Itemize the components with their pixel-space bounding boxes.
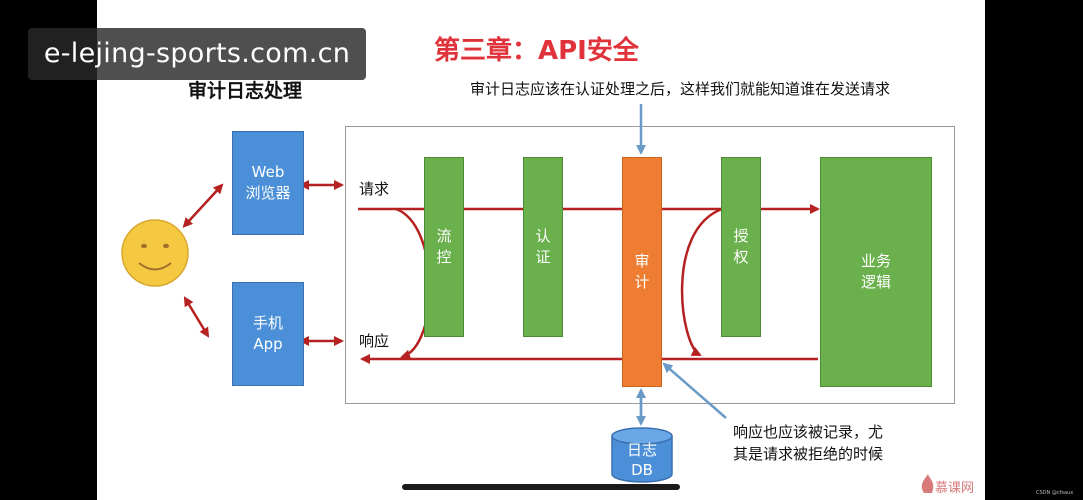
- authentication-stage: 认 证: [523, 157, 563, 337]
- web-browser-box: Web 浏览器: [232, 131, 304, 235]
- smiley-face-icon: [121, 219, 189, 287]
- log-db-label: 日志 DB: [626, 441, 657, 479]
- audit-note-top: 审计日志应该在认证处理之后，这样我们就能知道谁在发送请求: [470, 80, 891, 98]
- user-app-arrow: [183, 296, 210, 338]
- authorization-stage: 授 权: [721, 157, 761, 337]
- business-logic-stage: 业务 逻辑: [820, 157, 932, 387]
- logo-text: 慕课网: [935, 481, 975, 496]
- audit-note-bottom: 响应也应该被记录，尤 其是请求被拒绝的时候: [733, 423, 884, 463]
- database-cylinder-icon: [611, 427, 673, 483]
- audit-stage: 审 计: [622, 157, 662, 387]
- user-web-arrow: [182, 183, 224, 228]
- home-indicator-bar[interactable]: [402, 484, 680, 490]
- logo-flame-icon: [921, 474, 934, 493]
- site-watermark: e-lejing-sports.com.cn: [28, 28, 366, 80]
- mobile-app-box: 手机 App: [232, 282, 304, 386]
- flow-control-stage: 流 控: [424, 157, 464, 337]
- slide-title: 第三章：API安全: [434, 36, 639, 66]
- csdn-credit: CSDN @cfsaux: [1036, 490, 1074, 496]
- response-label: 响应: [359, 332, 390, 350]
- note-bottom-pointer: [662, 362, 727, 419]
- authorization-reject-curve: [680, 207, 723, 357]
- request-label: 请求: [359, 180, 390, 198]
- section-subtitle: 审计日志处理: [188, 80, 303, 102]
